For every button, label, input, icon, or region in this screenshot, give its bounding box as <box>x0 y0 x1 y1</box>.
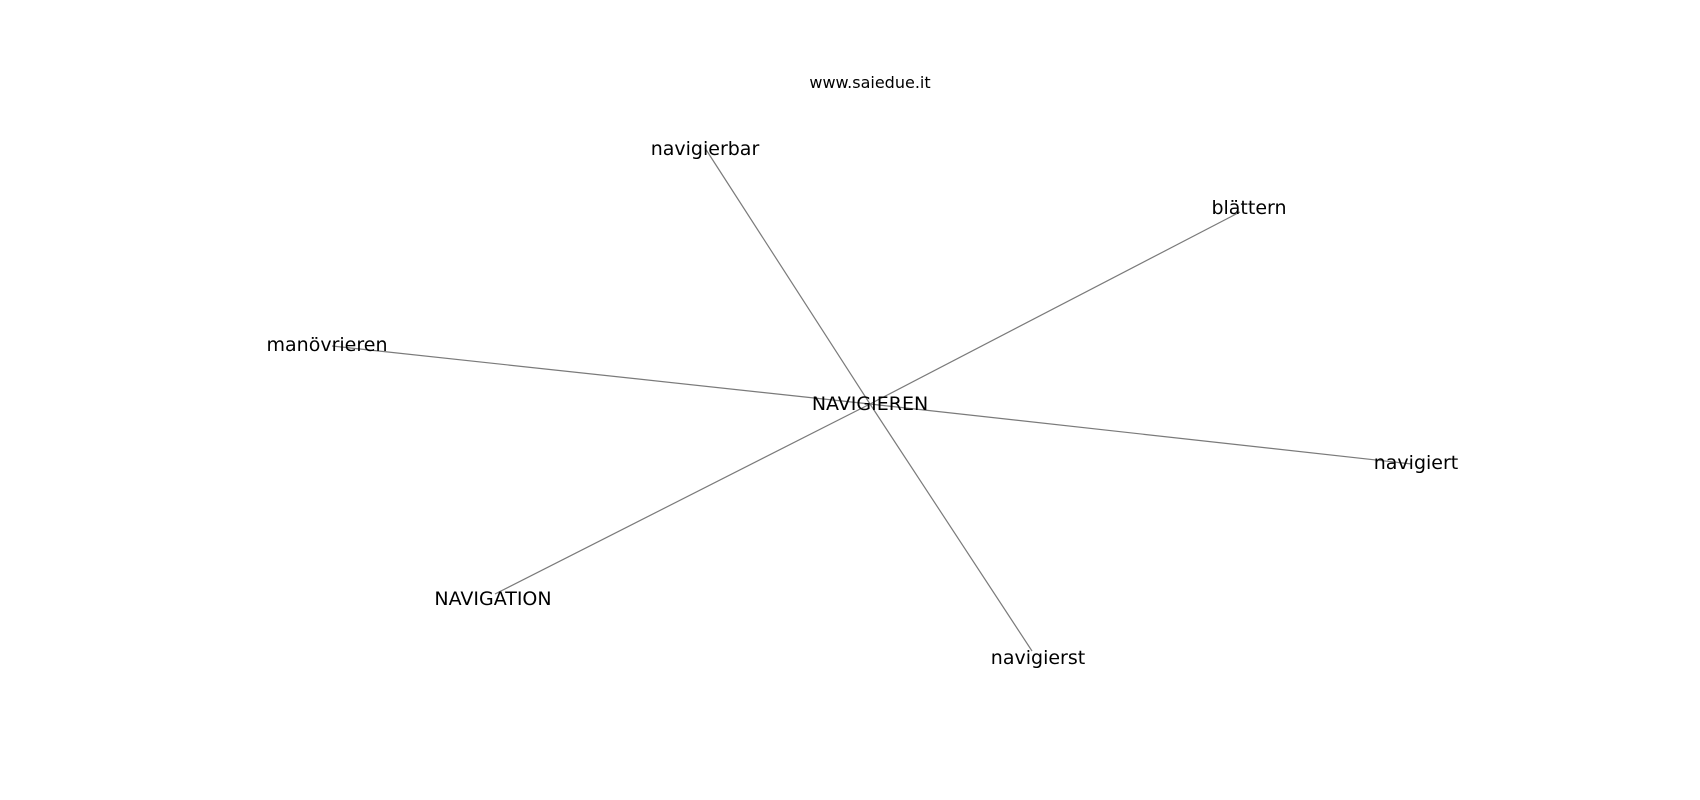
nodes-layer: NAVIGIEREN navigierbar blättern manövriere… <box>267 138 1459 669</box>
edge-center-navigiert <box>869 403 1413 465</box>
edge-center-manoevrieren <box>331 345 871 405</box>
node-blaettern: blättern <box>1211 197 1286 219</box>
edge-center-blaettern <box>869 211 1241 405</box>
node-navigierst: navigierst <box>991 647 1085 669</box>
node-manoevrieren: manövrieren <box>267 334 388 356</box>
node-center: NAVIGIEREN <box>812 393 928 415</box>
edge-center-navigation <box>494 403 871 595</box>
node-navigation: NAVIGATION <box>434 588 551 610</box>
edge-center-navigierst <box>869 403 1033 652</box>
site-watermark: www.saiedue.it <box>809 73 930 92</box>
edges-layer <box>331 147 1413 652</box>
node-navigierbar: navigierbar <box>651 138 760 160</box>
edge-center-navigierbar <box>704 147 871 405</box>
node-navigiert: navigiert <box>1374 452 1459 474</box>
